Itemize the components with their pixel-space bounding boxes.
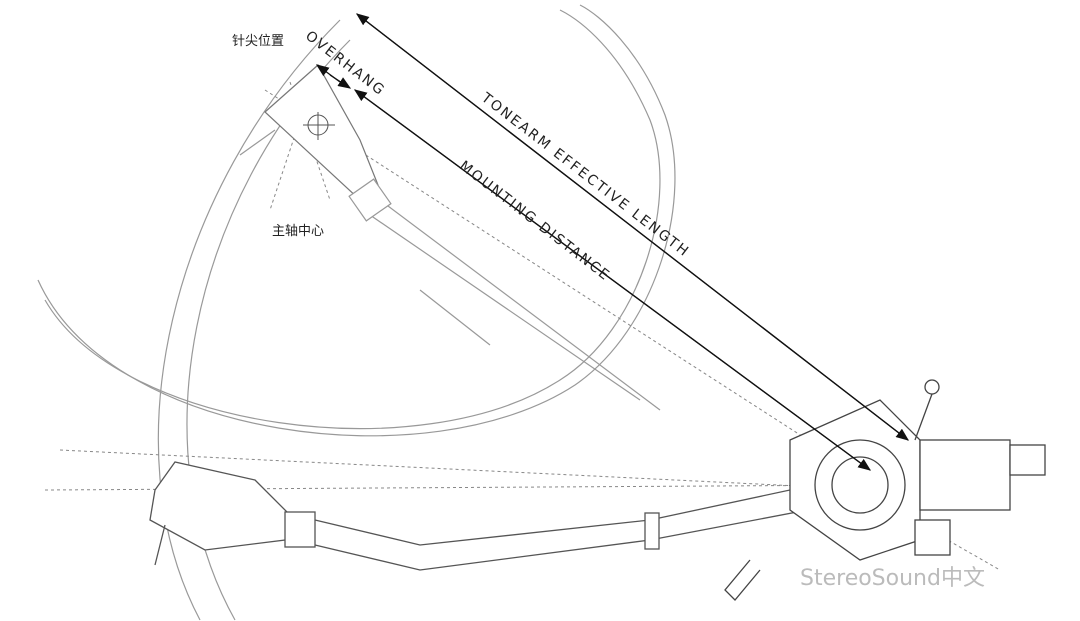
dimension-arrows [315, 13, 910, 471]
lower-tonearm [149, 461, 861, 571]
stylus-position-label: 针尖位置 [232, 34, 285, 49]
watermark: StereoSound中文 [800, 566, 985, 591]
upper-tonearm [239, 64, 661, 411]
spindle-center-label: 主轴中心 [272, 224, 325, 239]
pivot-assembly [724, 379, 1046, 601]
